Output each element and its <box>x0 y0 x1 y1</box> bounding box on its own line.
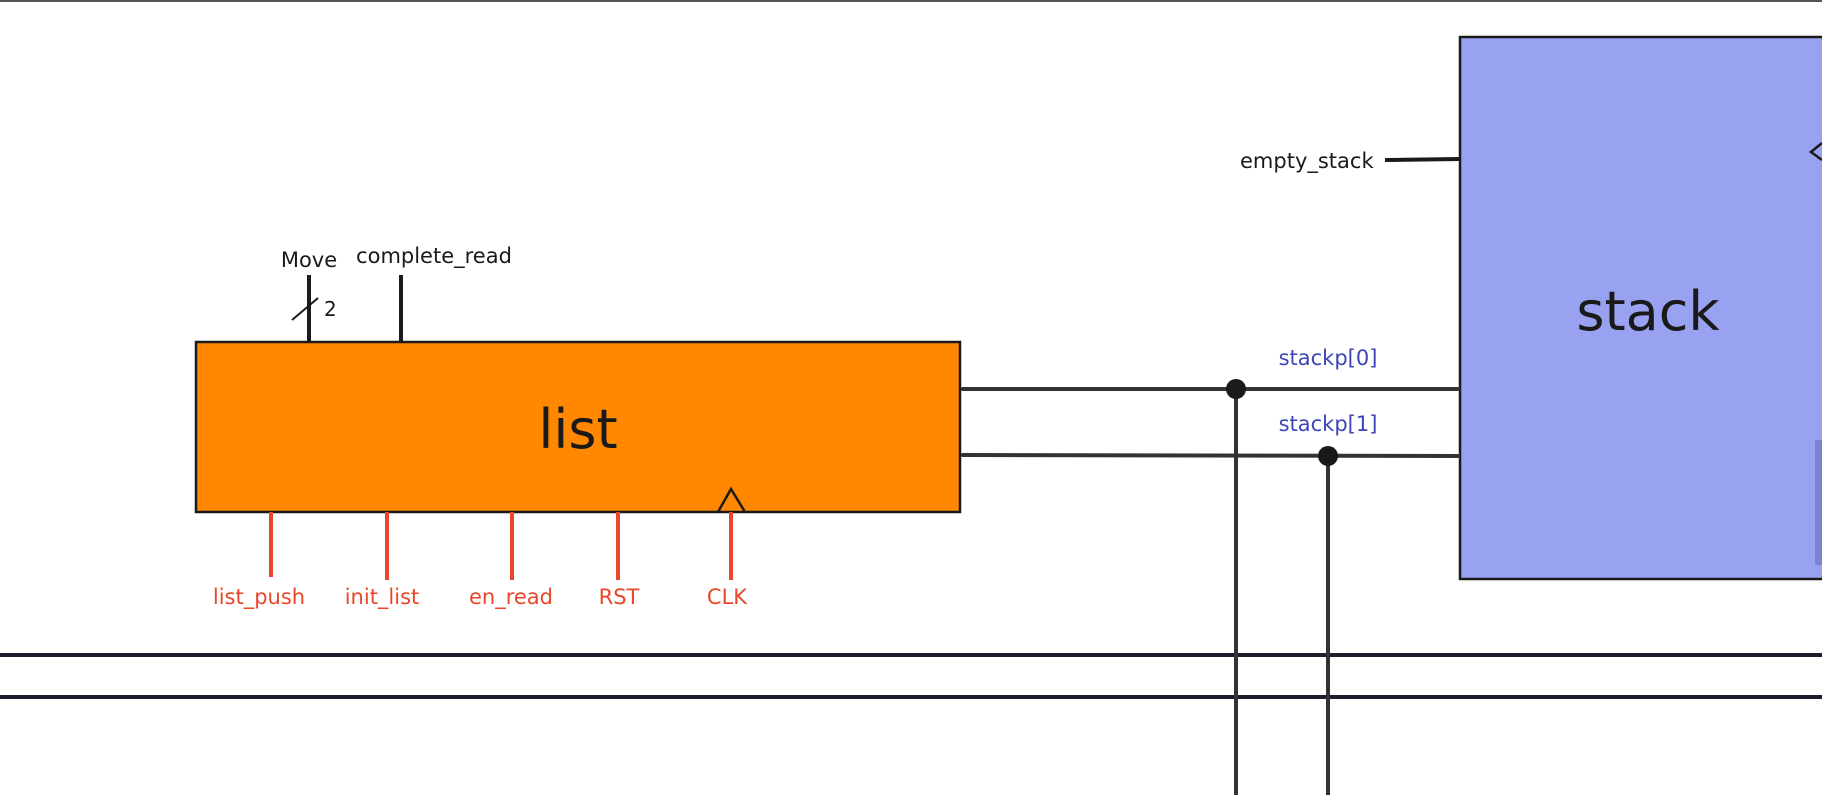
stackp1-label: stackp[1] <box>1279 412 1378 436</box>
stack-body[interactable] <box>1458 35 1822 581</box>
stack-block[interactable]: stack <box>1458 35 1822 581</box>
list-label: list <box>538 398 617 461</box>
stackp0-label: stackp[0] <box>1279 346 1378 370</box>
stack-edge-port <box>1815 440 1822 565</box>
move-label: Move <box>281 248 337 272</box>
list-push-label: list_push <box>213 585 305 610</box>
stackp1-junction-dot <box>1318 446 1338 466</box>
list-body[interactable] <box>194 340 962 514</box>
complete-read-label: complete_read <box>356 244 512 269</box>
stackp0-junction-dot <box>1226 379 1246 399</box>
stack-clock-icon <box>1808 142 1822 162</box>
empty-stack-wire[interactable] <box>1384 157 1461 162</box>
rst-label: RST <box>599 585 640 609</box>
move-bus-slash <box>291 297 319 321</box>
clk-label: CLK <box>707 585 748 609</box>
empty-stack-label: empty_stack <box>1240 149 1374 174</box>
stack-label: stack <box>1576 280 1720 343</box>
move-bus-width: 2 <box>324 297 337 321</box>
init-list-label: init_list <box>345 585 420 610</box>
bottom-inputs: list_push init_list en_read RST CLK <box>213 512 748 610</box>
stackp1-wire[interactable] <box>962 455 1461 456</box>
en-read-label: en_read <box>469 585 553 610</box>
list-clock-icon <box>716 486 747 513</box>
list-block[interactable]: list <box>194 340 962 514</box>
